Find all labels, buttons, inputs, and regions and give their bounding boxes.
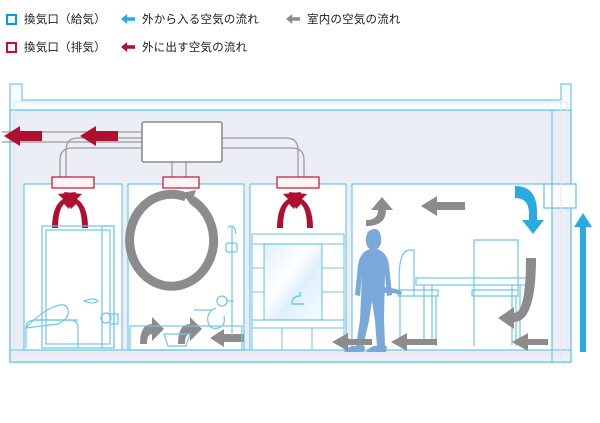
supply-arrow-curve (515, 186, 544, 234)
vent-outdoor-supply[interactable] (543, 183, 577, 209)
person-silhouette (344, 229, 402, 352)
vent-bathroom[interactable] (162, 176, 200, 189)
exhaust-arrows-washroom (277, 192, 313, 228)
exhaust-to-outside-arrows (4, 126, 118, 146)
toilet-room (23, 183, 123, 351)
vent-grilles (51, 176, 320, 189)
toilet-handle-icon (82, 298, 99, 304)
vent-toilet[interactable] (51, 176, 95, 189)
toilet-fixtures (24, 225, 119, 349)
bathroom-fixtures (129, 225, 243, 351)
supply-arrow-vertical (574, 213, 592, 352)
legend-label: 外から入る空気の流れ (142, 14, 259, 26)
vanity-counter (251, 319, 345, 329)
chair-right (471, 239, 519, 346)
legend-label: 換気口（排気） (24, 42, 106, 54)
arrow-left-gray-icon (286, 14, 300, 24)
ventilation-unit[interactable] (141, 121, 223, 163)
chair-left (397, 249, 439, 346)
shower-head (225, 242, 238, 253)
arrow-left-crimson-icon (121, 42, 135, 52)
diagram-svg (2, 83, 592, 363)
bathtub (129, 325, 243, 351)
supply-air-flow (515, 183, 592, 352)
outdoor-wall (551, 100, 562, 362)
legend-item-outside-air: 外から入る空気の流れ (120, 8, 259, 30)
legend-label: 室内の空気の流れ (307, 14, 401, 26)
basin-icon (163, 333, 191, 347)
bathroom-circulation-arrow (125, 189, 219, 291)
legend-item-outgoing-air: 外に出す空気の流れ (120, 36, 247, 58)
legend: 換気口（給気） 外から入る空気の流れ 室内の空気の流れ 換気口（排気） 外に出す… (0, 0, 600, 62)
legend-item-supply-vent: 換気口（給気） (6, 11, 106, 27)
legend-row-2: 換気口（排気） (6, 36, 122, 58)
living-airflow-arrows (332, 196, 548, 351)
legend-item-exhaust-vent: 換気口（排気） (6, 39, 106, 55)
legend-label: 換気口（給気） (24, 14, 106, 26)
legend-row-1: 換気口（給気） (6, 8, 122, 30)
washroom-fixtures (251, 233, 345, 351)
vent-washroom[interactable] (276, 176, 320, 189)
arrow-left-cyan-icon (121, 14, 135, 24)
vent-square-exhaust-icon (6, 41, 17, 53)
mirror (263, 243, 323, 321)
vent-square-supply-icon (6, 13, 17, 25)
legend-label: 外に出す空気の流れ (142, 42, 248, 54)
bathroom-floor-arrows (140, 317, 244, 347)
washroom-faucet-icon (291, 292, 304, 305)
legend-item-indoor-air: 室内の空気の流れ (285, 8, 401, 30)
exhaust-arrows-toilet (52, 192, 88, 228)
house-ventilation-diagram (0, 62, 600, 423)
